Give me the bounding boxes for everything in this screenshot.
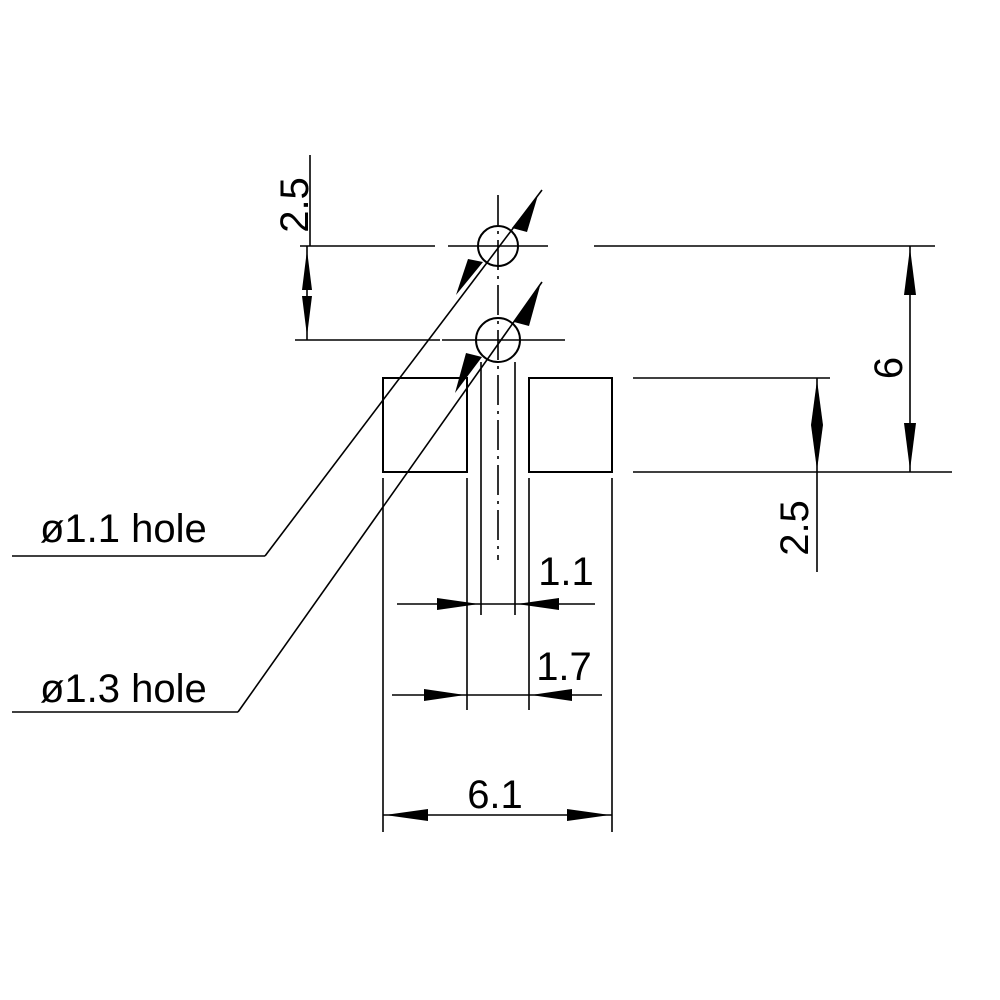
arrow-slot-inner-left xyxy=(437,598,479,610)
label-dim-total-width: 6.1 xyxy=(467,773,523,817)
arrow-total-height-up xyxy=(904,248,916,295)
label-dim-slot-inner: 1.1 xyxy=(538,550,594,594)
arrow-slot-inner-right xyxy=(517,598,559,610)
label-hole-small: ø1.1 hole xyxy=(40,507,207,551)
arrow-top-gap-up xyxy=(302,250,312,290)
label-hole-large: ø1.3 hole xyxy=(40,667,207,711)
arrow-hole-small-upper xyxy=(512,195,538,232)
arrow-total-width-left xyxy=(385,809,428,821)
arrow-slot-outer-left xyxy=(424,689,465,701)
arrow-block-height-down xyxy=(811,425,823,470)
arrow-hole-small-lower xyxy=(456,259,483,295)
left-pad xyxy=(382,377,468,473)
label-dim-slot-outer: 1.7 xyxy=(536,645,592,689)
label-dim-total-height: 6 xyxy=(867,357,911,379)
arrow-slot-outer-right xyxy=(531,689,572,701)
arrow-hole-large-upper xyxy=(514,286,540,326)
leader-hole-small-diagonal xyxy=(264,189,543,557)
label-dim-top-gap: 2.5 xyxy=(273,177,317,233)
arrow-total-width-right xyxy=(567,809,610,821)
arrow-hole-large-lower xyxy=(455,353,482,393)
arrow-top-gap-down xyxy=(302,296,312,336)
right-pad xyxy=(528,377,613,473)
leader-hole-large-diagonal xyxy=(237,281,543,713)
arrow-total-height-down xyxy=(904,423,916,470)
label-dim-block-height: 2.5 xyxy=(773,500,817,556)
arrow-block-height-up xyxy=(811,380,823,425)
